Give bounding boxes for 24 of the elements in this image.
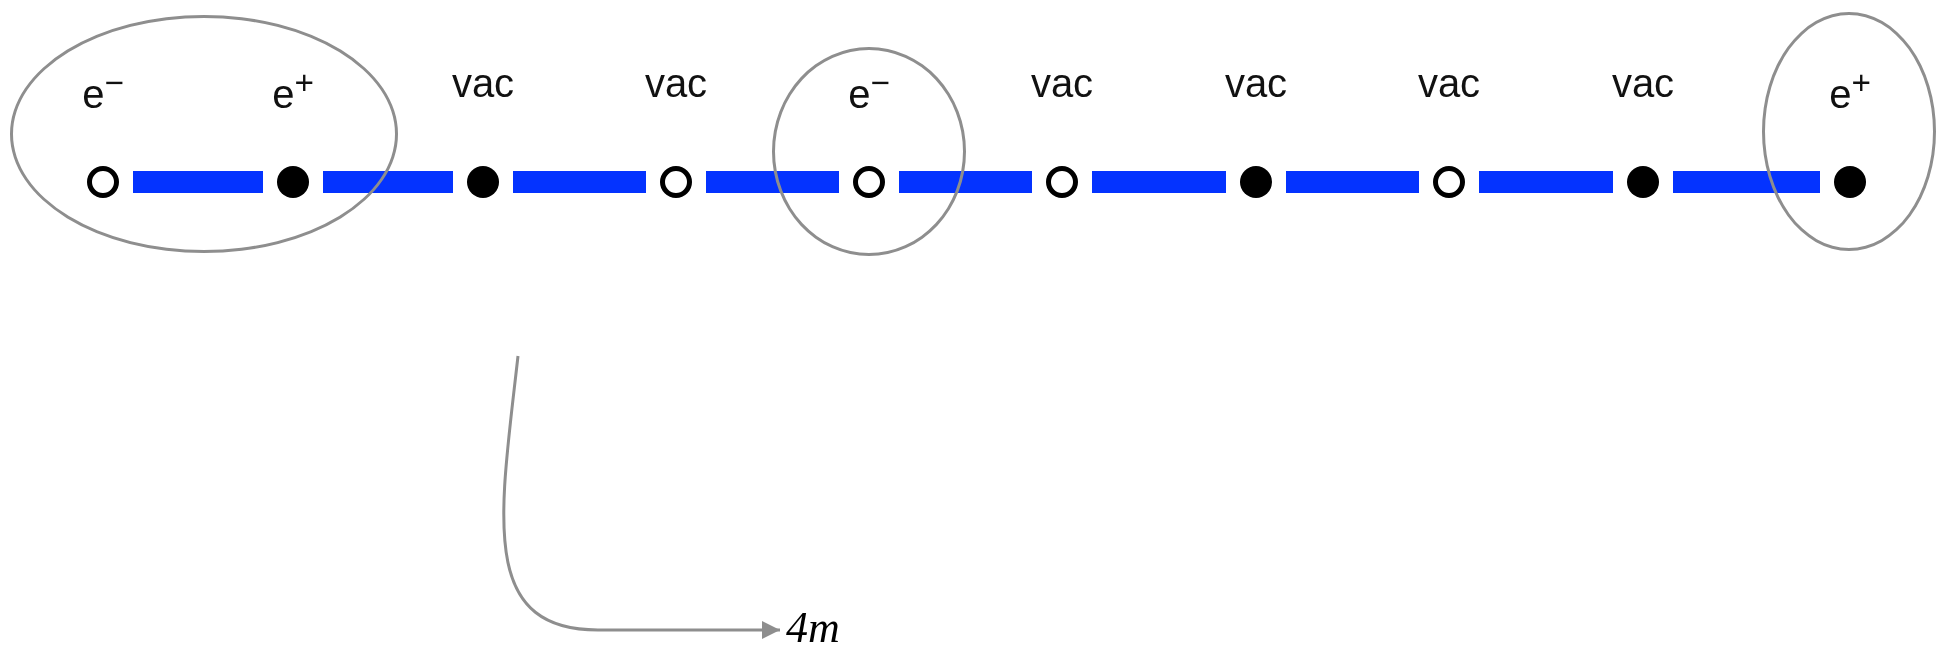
particle-label: vac [1224, 60, 1288, 106]
bond-bar [133, 171, 263, 193]
particle-label: vac [644, 60, 708, 106]
bond-bar [513, 171, 646, 193]
bond-bar [706, 171, 839, 193]
grouping-ellipse [10, 15, 398, 253]
particle-label: e$^{+}$ [1829, 63, 1871, 118]
bond-bar [1092, 171, 1226, 193]
particle-label: vac [1611, 60, 1675, 106]
bond-bar [323, 171, 453, 193]
grouping-ellipse [1762, 12, 1936, 251]
particle-label: vac [451, 60, 515, 106]
curved-arrow [502, 355, 780, 639]
particle-label: e$^{−}$ [82, 63, 124, 118]
bond-bar [1479, 171, 1613, 193]
particle-label: e$^{+}$ [272, 63, 314, 118]
particle-label: vac [1417, 60, 1481, 106]
math-label: 4m [786, 600, 840, 648]
grouping-ellipse [772, 47, 966, 256]
bond-bar [899, 171, 1032, 193]
particle-label: e$^{−}$ [848, 63, 890, 118]
particle-label: vac [1030, 60, 1094, 106]
bond-bar [1286, 171, 1419, 193]
bond-bar [1673, 171, 1820, 193]
